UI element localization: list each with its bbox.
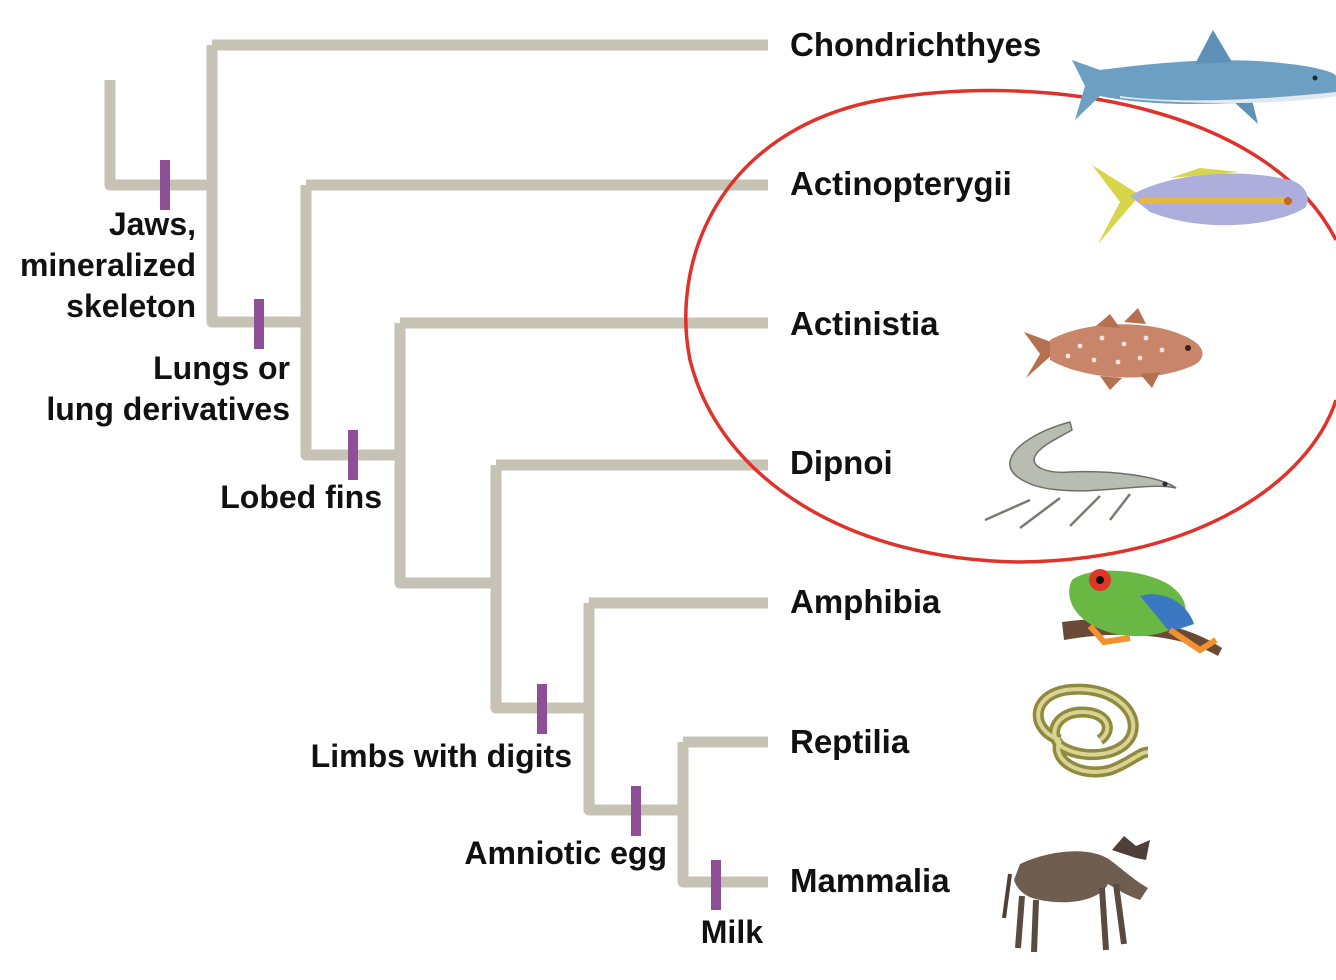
branch-amniote-node — [677, 742, 768, 888]
taxon-label: Reptilia — [790, 723, 910, 760]
branch-jaws-node — [206, 45, 306, 328]
wildebeest-icon — [1002, 836, 1150, 953]
coelacanth-icon — [1024, 308, 1203, 390]
branch-dipnoi-node — [490, 465, 589, 714]
trait-label-line: Lungs or — [153, 350, 290, 386]
highlight-ring — [684, 88, 1336, 564]
trait-label: Lobed fins — [220, 477, 382, 518]
branch-root — [104, 80, 212, 191]
taxon-label: Amphibia — [790, 583, 941, 620]
taxon-label: Mammalia — [790, 862, 950, 899]
trait-label-line: Milk — [700, 914, 763, 950]
trait-label: Limbs with digits — [311, 736, 572, 777]
ray-finned-fish-icon — [1092, 165, 1308, 244]
taxon-label: Actinistia — [790, 305, 939, 342]
snake-icon — [1032, 683, 1149, 778]
branch-lobed-node — [394, 323, 496, 589]
branch-lungs-node — [300, 185, 400, 461]
shark-icon — [1072, 30, 1336, 124]
trait-label: Amniotic egg — [464, 833, 667, 874]
trait-label: Jaws, mineralized skeleton — [20, 204, 196, 327]
taxon-label: Actinopterygii — [790, 165, 1012, 202]
trait-label-line: Limbs with digits — [310, 738, 572, 774]
trait-label-line: mineralized — [19, 247, 196, 283]
trait-label-line: lung derivatives — [46, 391, 290, 427]
taxon-label: Dipnoi — [790, 444, 893, 481]
trait-label-line: Lobed fins — [220, 479, 382, 515]
trait-label-line: Jaws, — [108, 206, 196, 242]
trait-label: Milk — [701, 912, 763, 953]
frog-icon — [1062, 569, 1222, 656]
trait-label-line: Amniotic egg — [464, 835, 667, 871]
taxon-label: Chondrichthyes — [790, 26, 1042, 63]
lungfish-icon — [984, 421, 1177, 529]
trait-label-line: skeleton — [66, 288, 196, 324]
trait-label: Lungs or lung derivatives — [46, 348, 290, 430]
branch-tetrapod-node — [583, 603, 683, 816]
